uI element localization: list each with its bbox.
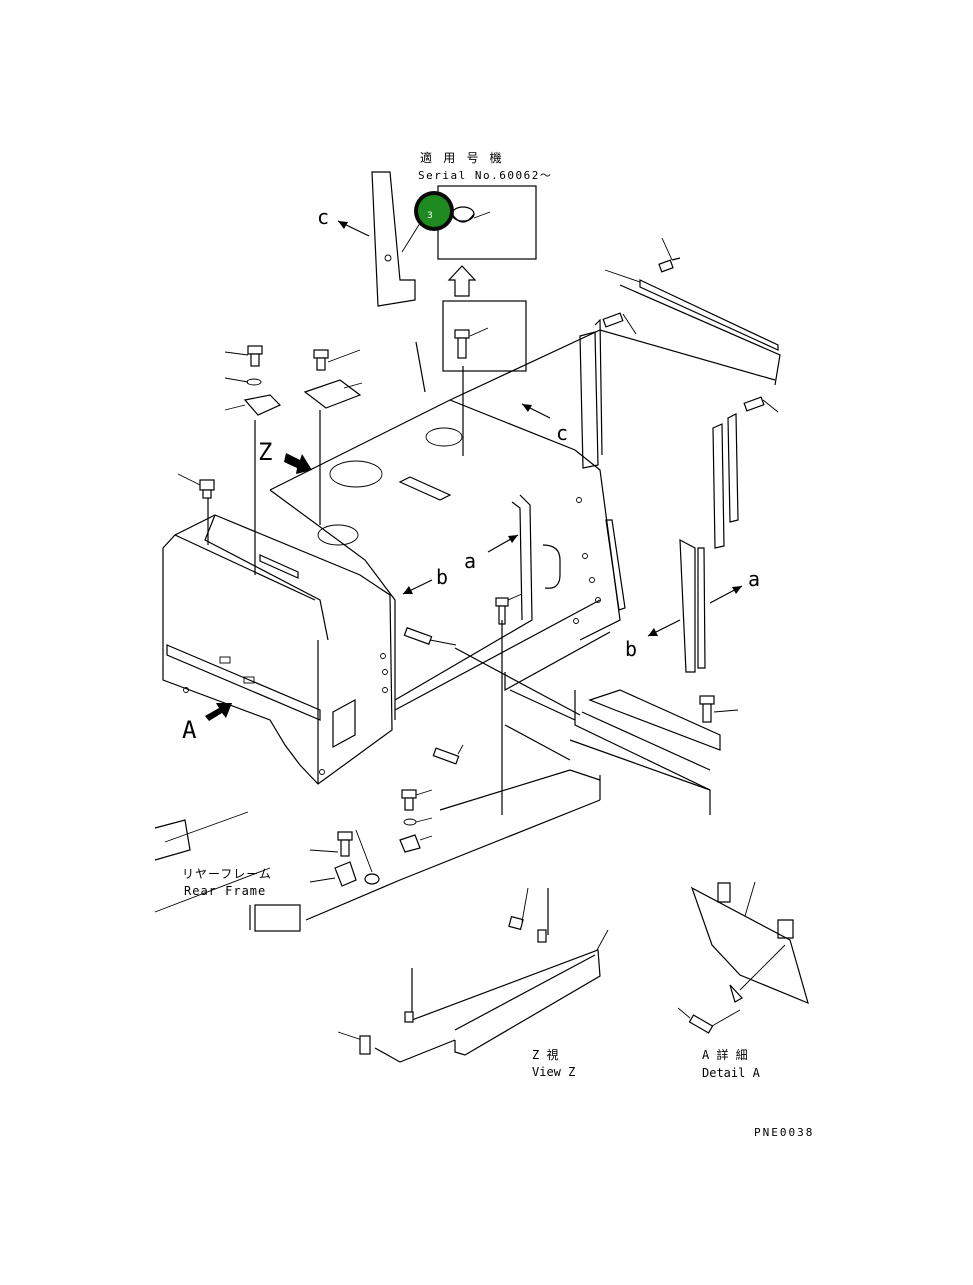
drawing-code: PNE0038 bbox=[754, 1126, 814, 1139]
view-letter-a-right: a bbox=[748, 567, 760, 591]
view-letter-Z: Z bbox=[258, 438, 272, 466]
view-z-sketch bbox=[337, 887, 609, 1063]
arrow-a-left bbox=[487, 534, 519, 553]
bolt-left-cap bbox=[177, 473, 215, 545]
right-panels bbox=[579, 269, 781, 771]
side-plate bbox=[371, 171, 423, 307]
bolt-lower-right bbox=[699, 695, 739, 723]
bolt-topleft-stack bbox=[224, 345, 282, 575]
arrow-b-left bbox=[402, 579, 433, 595]
callout-3-number: 3 bbox=[427, 211, 433, 221]
bolt-far-right bbox=[743, 396, 779, 413]
view-letter-A: A bbox=[182, 716, 197, 744]
bolt-lower-center bbox=[403, 627, 457, 646]
rear-frame-en: Rear Frame bbox=[184, 884, 266, 898]
arrow-A bbox=[205, 703, 232, 721]
serial-note-jp: 適 用 号 機 bbox=[420, 150, 504, 165]
floor-frame bbox=[279, 599, 711, 921]
bolt-mid-center bbox=[495, 593, 523, 625]
view-letter-c-right: c bbox=[556, 421, 568, 445]
arrow-Z bbox=[284, 453, 312, 474]
view-z-jp: Z 視 bbox=[532, 1047, 558, 1062]
bolt-topcenter-stack bbox=[303, 349, 363, 525]
bolt-rear-frame-stack bbox=[309, 829, 380, 887]
view-letter-a-left: a bbox=[464, 549, 476, 573]
detail-a-en: Detail A bbox=[702, 1066, 761, 1080]
bolt-top-right bbox=[658, 237, 681, 273]
callout-3-fill bbox=[418, 195, 450, 227]
detail-a-jp: A 詳 細 bbox=[702, 1047, 748, 1062]
view-z-en: View Z bbox=[532, 1065, 575, 1079]
arrow-a-right bbox=[709, 585, 743, 604]
detail-box-lower bbox=[442, 300, 527, 372]
bolt-mid-right bbox=[602, 312, 637, 335]
rear-frame-jp: リヤーフレーム bbox=[182, 867, 272, 881]
arrow-c-left bbox=[337, 220, 370, 237]
bolt-bottom-stack bbox=[399, 620, 503, 853]
detail-a-sketch bbox=[677, 881, 809, 1034]
arrow-c-right bbox=[521, 403, 551, 419]
detail-box-upper bbox=[437, 185, 537, 260]
bolt-center-stack bbox=[415, 341, 464, 456]
arrow-b-right bbox=[647, 619, 681, 637]
serial-note-en: Serial No.60062～ bbox=[418, 169, 552, 182]
rear-frame-sketch bbox=[154, 811, 301, 932]
view-letter-b-left: b bbox=[436, 565, 448, 589]
up-arrow bbox=[447, 265, 477, 297]
view-letter-c-left: c bbox=[317, 205, 329, 229]
view-letter-b-right: b bbox=[625, 637, 637, 661]
callout-3[interactable]: 3 bbox=[414, 191, 454, 231]
bolt-floor bbox=[432, 744, 464, 765]
